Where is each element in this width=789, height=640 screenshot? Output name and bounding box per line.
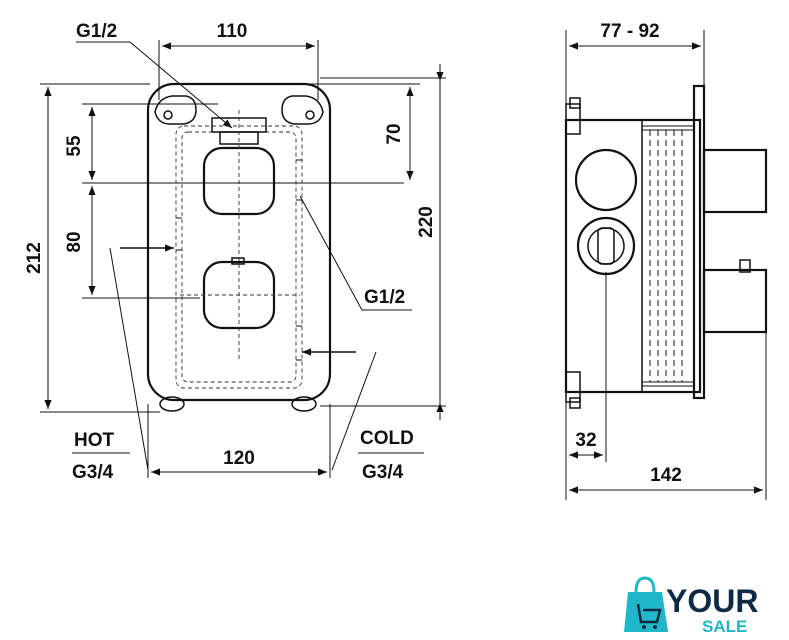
your-sale-logo: YOUR SALE [624, 576, 758, 636]
hot-inlet-foot [159, 396, 185, 412]
inner-body [175, 125, 303, 389]
dim-spacing-mid: 80 [64, 231, 85, 252]
dim-outlet-offset: 70 [384, 123, 405, 144]
stem-upper [702, 148, 768, 214]
hot-thread-label: G3/4 [72, 462, 114, 483]
cold-label: COLD [360, 428, 414, 449]
cold-thread-label: G3/4 [362, 462, 404, 483]
dim-depth-range: 77 - 92 [600, 21, 659, 42]
housing-outline [146, 82, 332, 402]
mounting-ear-right [281, 95, 324, 125]
cold-inlet-foot [291, 396, 317, 412]
clip-bottom [565, 371, 581, 403]
shopping-bag-icon [624, 576, 668, 632]
mounting-ear-left [154, 95, 197, 125]
dim-spacing-top: 55 [64, 135, 85, 157]
flange-plate [692, 84, 706, 400]
thread-label-right: G1/2 [364, 287, 405, 308]
front-view: 110 G1/2 212 55 80 70 220 G1/2 [24, 21, 446, 483]
thread-label-top-left: G1/2 [76, 21, 117, 42]
side-port-upper [574, 148, 638, 212]
dim-width-bottom: 120 [223, 448, 255, 469]
side-view: 77 - 92 32 142 [564, 21, 768, 500]
side-body [564, 118, 702, 394]
stem-lower [702, 268, 768, 334]
dim-height-left: 212 [24, 242, 45, 274]
dim-width-top: 110 [217, 21, 248, 42]
hot-label: HOT [74, 430, 115, 451]
dim-depth-total: 142 [650, 465, 682, 486]
logo-word-sale: SALE [702, 617, 747, 636]
dim-height-right: 220 [416, 206, 437, 238]
side-port-lower [576, 216, 636, 276]
logo-word-your: YOUR [666, 583, 758, 619]
dim-flange: 32 [575, 430, 596, 451]
